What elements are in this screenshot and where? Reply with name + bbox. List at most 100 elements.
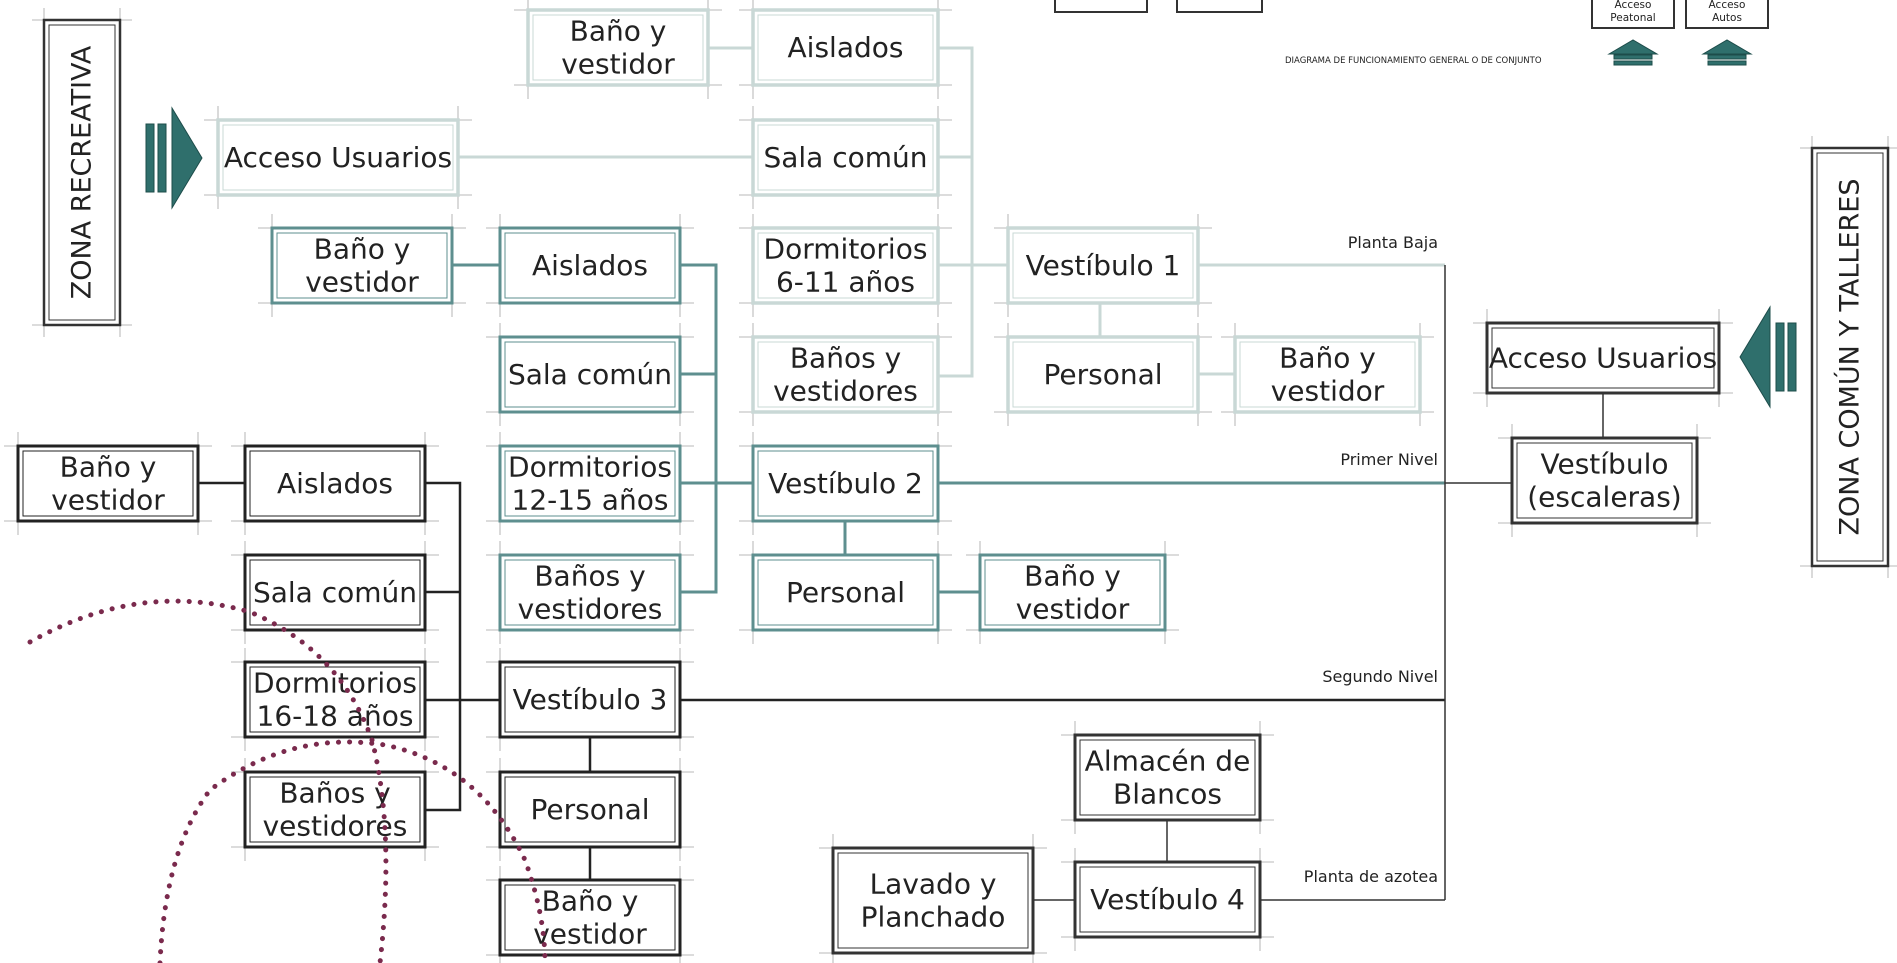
node-label: Blancos: [1113, 778, 1222, 811]
node-label: Vestíbulo 4: [1090, 883, 1245, 916]
node-pb-vest: Vestíbulo 1: [994, 214, 1212, 317]
node-label: (escaleras): [1527, 481, 1681, 514]
node-n2-sala: Sala común: [231, 541, 439, 644]
node-right-vest: Vestíbulo(escaleras): [1498, 424, 1711, 537]
node-n1-sala: Sala común: [486, 323, 694, 426]
access-label: Peatonal: [1610, 12, 1655, 24]
link-n1: [843, 521, 980, 594]
zone-label: ZONA COMÚN Y TALLERES: [1834, 179, 1866, 536]
level-label-ground: Planta Baja: [1348, 233, 1438, 252]
dotted-arc: [157, 739, 548, 963]
node-n1-aislados: Aislados: [486, 214, 694, 317]
link-pb: [1098, 303, 1235, 376]
node-label: Baño y: [60, 450, 157, 483]
link-roof: [1033, 820, 1445, 901]
access-label: Acceso: [1709, 0, 1746, 11]
node-label: vestidor: [51, 484, 165, 517]
node-label: vestidor: [305, 266, 419, 299]
zone-right: ZONA COMÚN Y TALLERES: [1800, 136, 1897, 578]
link-n1: [680, 263, 753, 594]
node-label: Personal: [1043, 358, 1162, 391]
node-label: Acceso Usuarios: [1489, 342, 1717, 375]
node-label: Baños y: [279, 776, 390, 809]
node-label: Sala común: [763, 141, 927, 174]
node-label: Acceso Usuarios: [224, 141, 452, 174]
node-n2-aislados: Aislados: [231, 432, 439, 535]
node-r-vest: Vestíbulo 4: [1061, 848, 1274, 951]
level-label-roof: Planta de azotea: [1304, 867, 1438, 886]
zone-labels: ZONA RECREATIVA ZONA COMÚN Y TALLERES: [32, 8, 1897, 578]
node-label: Vestíbulo 1: [1026, 249, 1181, 282]
node-label: Dormitorios: [764, 232, 928, 265]
node-label: Sala común: [253, 576, 417, 609]
node-label: Planchado: [861, 901, 1006, 934]
link-n2: [425, 481, 500, 812]
node-label: Almacén de: [1085, 744, 1251, 777]
node-pb-personal: Personal: [994, 323, 1212, 426]
node-label: Aislados: [788, 31, 904, 64]
node-label: 6-11 años: [776, 266, 915, 299]
legend-box-partial: [1054, 0, 1148, 13]
node-label: Personal: [786, 576, 905, 609]
level-label-first: Primer Nivel: [1340, 450, 1438, 469]
node-label: 16-18 años: [257, 700, 414, 733]
zone-label: ZONA RECREATIVA: [67, 45, 98, 299]
node-pb-aislados: Aislados: [739, 0, 952, 99]
dotted-arc: [27, 598, 389, 963]
node-label: Lavado y: [870, 867, 997, 900]
node-label: Dormitorios: [508, 450, 672, 483]
node-label: Sala común: [508, 358, 672, 391]
access-label: Acceso: [1615, 0, 1652, 11]
node-label: vestidor: [533, 918, 647, 951]
decorative-dotted-arcs: [27, 598, 548, 963]
node-label: vestidor: [561, 48, 675, 81]
node-label: 12-15 años: [512, 484, 669, 517]
node-n1-vest: Vestíbulo 2: [739, 432, 952, 535]
up-arrow-icon: [1701, 39, 1753, 55]
node-label: Baños y: [790, 341, 901, 374]
node-pb-sala: Sala común: [739, 106, 952, 209]
node-label: Aislados: [277, 467, 393, 500]
node-label: Baño y: [1279, 341, 1376, 374]
node-label: vestidor: [1271, 375, 1385, 408]
node-label: Baño y: [570, 14, 667, 47]
link-pb: [938, 46, 1008, 378]
up-arrow-icon: [1607, 39, 1659, 55]
node-pb-acceso: Acceso Usuarios: [204, 106, 472, 209]
link-riser: [1445, 393, 1604, 484]
node-label: Vestíbulo: [1541, 447, 1669, 480]
legend-box-partial: [1176, 0, 1263, 13]
node-n2-vest: Vestíbulo 3: [486, 648, 694, 751]
node-label: Personal: [530, 793, 649, 826]
node-label: vestidores: [518, 593, 663, 626]
node-label: Baño y: [1024, 559, 1121, 592]
node-label: Vestíbulo 2: [768, 467, 923, 500]
arrow-left-zone-icon: [145, 106, 203, 210]
level-label-second: Segundo Nivel: [1322, 667, 1438, 686]
zone-left: ZONA RECREATIVA: [32, 8, 132, 337]
top-legend: DIAGRAMA DE FUNCIONAMIENTO GENERAL O DE …: [1054, 0, 1769, 66]
diagram-caption: DIAGRAMA DE FUNCIONAMIENTO GENERAL O DE …: [1285, 56, 1542, 66]
node-label: vestidor: [1016, 593, 1130, 626]
node-n1-personal: Personal: [739, 541, 952, 644]
access-label: Autos: [1712, 12, 1742, 24]
node-label: Baño y: [542, 884, 639, 917]
arrow-right-zone-icon: [1739, 305, 1797, 409]
node-n2-personal: Personal: [486, 758, 694, 861]
